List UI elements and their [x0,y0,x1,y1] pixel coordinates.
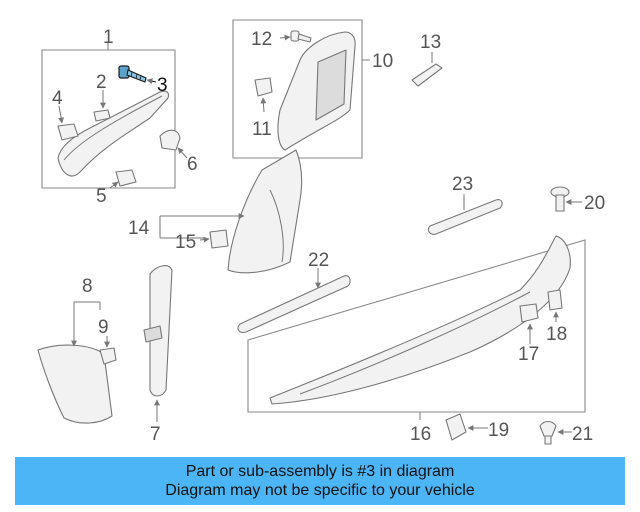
callout-6: 6 [187,154,198,175]
part-22-scuff-molding [237,275,351,333]
callout-2: 2 [96,72,107,93]
part-4-clip [57,123,79,141]
part-2-clip [93,109,111,122]
parts-diagram: 1 2 3 4 5 6 7 8 9 10 11 12 13 14 15 16 1… [37,19,605,445]
part-13-clip [411,63,443,87]
callout-7: 7 [150,424,161,445]
callout-17: 17 [518,344,539,365]
callout-1: 1 [103,27,114,48]
callout-10: 10 [372,51,393,72]
callout-13: 13 [420,32,441,53]
callout-22: 22 [308,250,329,271]
callout-15: 15 [175,232,196,253]
part-18-clip [547,289,563,311]
callout-23: 23 [452,174,473,195]
part-1-a-pillar-trim [57,90,170,177]
part-19-clip [445,413,467,441]
part-15-clip [209,229,229,249]
callout-4: 4 [52,88,63,109]
part-12-screw [290,30,312,43]
callout-16: 16 [410,424,431,445]
callout-18: 18 [546,324,567,345]
callout-11: 11 [252,119,272,140]
callout-12: 12 [251,29,272,50]
part-9-clip [99,347,117,365]
banner-line-1: Part or sub-assembly is #3 in diagram [185,463,455,480]
group-10-box [232,19,363,159]
callout-8: 8 [82,276,93,297]
part-6-cap [159,129,181,151]
part-8-kick-panel [37,344,113,424]
part-7-clip-tab [143,325,163,343]
part-10-inner-panel [315,49,347,121]
part-17-clip [519,303,539,323]
callout-9: 9 [98,317,109,338]
group-1-box [41,49,176,189]
group-16-box [247,239,586,413]
part-16-sill-plate [269,235,571,405]
part-14-b-pillar-trim [227,149,303,274]
part-20-push-clip [550,186,570,212]
part-11-clip [254,77,273,97]
callout-19: 19 [488,420,509,441]
callout-14: 14 [128,218,150,239]
callout-3: 3 [157,75,168,96]
callout-21: 21 [572,424,593,445]
callout-20: 20 [584,193,605,214]
callout-5: 5 [96,186,107,207]
part-21-push-pin [539,420,557,445]
info-banner: Part or sub-assembly is #3 in diagram Di… [15,457,625,505]
part-23-molding [427,199,503,235]
banner-line-2: Diagram may not be specific to your vehi… [165,482,475,499]
part-5-clip [115,169,137,187]
part-3-bolt [118,65,147,83]
